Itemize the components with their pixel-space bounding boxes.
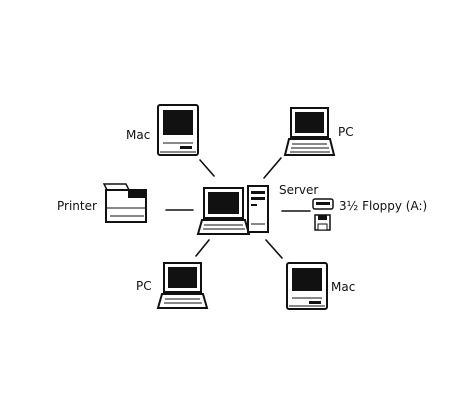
pc-top-label: PC [338,125,354,139]
pc-top-laptop-icon[interactable] [283,107,336,156]
pc-bottom-label: PC [136,279,152,293]
pc-bottom-laptop-icon[interactable] [156,262,209,309]
link-pc-bottom [195,239,210,257]
mac-bottom-label: Mac [331,280,355,294]
mac-top-computer-icon[interactable] [157,104,199,156]
link-mac-bottom [265,239,283,259]
printer-label: Printer [57,199,97,213]
mac-bottom-computer-icon[interactable] [286,262,328,310]
link-mac-top [199,159,215,177]
floppy-drive-icon[interactable] [312,198,334,231]
server-label: Server [279,183,318,197]
floppy-label: 3½ Floppy (A:) [339,199,427,213]
server-tower-icon[interactable] [247,185,269,233]
link-pc-top [263,157,282,179]
printer-icon[interactable] [102,183,147,223]
mac-top-label: Mac [126,128,150,142]
server-computer-icon[interactable] [196,187,251,235]
connections [165,157,311,259]
